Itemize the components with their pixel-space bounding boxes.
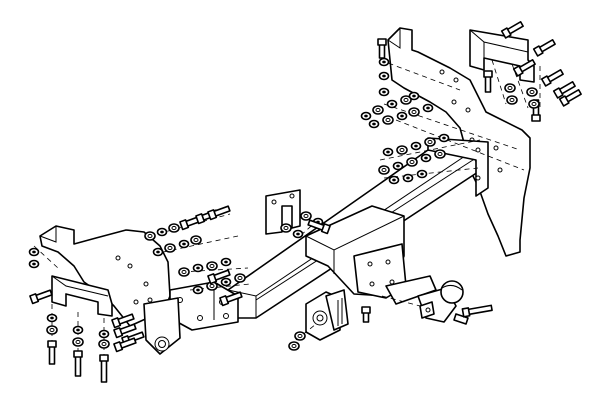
nut-icon: [288, 341, 300, 351]
bolt-icon: [207, 205, 231, 221]
bolt-icon: [461, 304, 493, 318]
nut-icon: [372, 105, 384, 115]
nut-icon: [234, 273, 246, 283]
bolt-icon: [99, 354, 109, 383]
bolt-icon: [540, 69, 564, 87]
right-chassis-bracket: [387, 27, 531, 257]
nut-icon: [206, 261, 218, 271]
washer-icon: [220, 277, 232, 287]
washer-icon: [392, 161, 404, 171]
nut-icon: [280, 223, 292, 233]
bolt-icon: [552, 81, 576, 99]
nut-icon: [178, 267, 190, 277]
nut-icon: [378, 165, 390, 175]
nut-icon: [382, 115, 394, 125]
washer-icon: [192, 285, 204, 295]
nut-icon: [528, 99, 540, 109]
left-end-plate: [169, 281, 239, 331]
washer-icon: [178, 239, 190, 249]
nut-icon: [434, 149, 446, 159]
washer-icon: [420, 153, 432, 163]
nut-icon: [46, 325, 58, 335]
bolt-icon: [361, 306, 371, 323]
nut-icon: [408, 107, 420, 117]
washer-icon: [416, 169, 428, 179]
washer-icon: [396, 111, 408, 121]
washer-icon: [378, 87, 390, 97]
bolt-icon: [113, 337, 137, 353]
nut-icon: [526, 87, 538, 97]
washer-icon: [192, 263, 204, 273]
nut-icon: [164, 243, 176, 253]
washer-icon: [292, 229, 304, 239]
bolt-icon: [207, 269, 231, 285]
bolt-icon: [558, 89, 582, 107]
nut-icon: [396, 145, 408, 155]
washer-icon: [438, 133, 450, 143]
nut-icon: [400, 95, 412, 105]
nut-icon: [294, 331, 306, 341]
washer-icon: [220, 257, 232, 267]
washer-icon: [28, 259, 40, 269]
washer-icon: [156, 227, 168, 237]
washer-icon: [408, 91, 420, 101]
bolt-icon: [307, 219, 331, 235]
bolt-icon: [512, 59, 536, 77]
bolt-icon: [113, 323, 137, 339]
washer-icon: [98, 329, 110, 339]
bolt-icon: [532, 39, 556, 57]
bolt-icon: [483, 70, 493, 93]
bolt-icon: [73, 350, 83, 377]
shackle-plate: [265, 189, 301, 235]
washer-icon: [422, 103, 434, 113]
washer-icon: [28, 247, 40, 257]
washer-icon: [386, 99, 398, 109]
washer-icon: [360, 111, 372, 121]
washer-icon: [382, 147, 394, 157]
bolt-icon: [500, 21, 524, 39]
right-clamp-plate: [469, 29, 535, 83]
nut-icon: [144, 231, 156, 241]
nut-icon: [300, 211, 312, 221]
nut-icon: [406, 157, 418, 167]
nut-icon: [190, 235, 202, 245]
socket-plate: [305, 289, 349, 341]
bolt-icon: [377, 38, 387, 59]
fastener-hardware: [28, 21, 582, 383]
bolt-icon: [111, 313, 135, 329]
washer-icon: [72, 325, 84, 335]
washer-icon: [378, 57, 390, 67]
bolt-icon: [47, 340, 57, 365]
nut-icon: [424, 137, 436, 147]
washer-icon: [402, 173, 414, 183]
left-outer-plate: [143, 297, 181, 355]
washer-icon: [368, 119, 380, 129]
tow-ball-assembly: [385, 275, 469, 325]
washer-icon: [410, 141, 422, 151]
left-clamp-plate: [51, 275, 113, 317]
nut-icon: [72, 337, 84, 347]
bolt-icon: [219, 291, 243, 307]
washer-icon: [152, 247, 164, 257]
washer-icon: [46, 313, 58, 323]
washer-icon: [388, 175, 400, 185]
bolt-icon: [29, 289, 53, 305]
nut-icon: [504, 83, 516, 93]
nut-icon: [506, 95, 518, 105]
nut-icon: [98, 339, 110, 349]
nut-icon: [168, 223, 180, 233]
washer-icon: [378, 71, 390, 81]
